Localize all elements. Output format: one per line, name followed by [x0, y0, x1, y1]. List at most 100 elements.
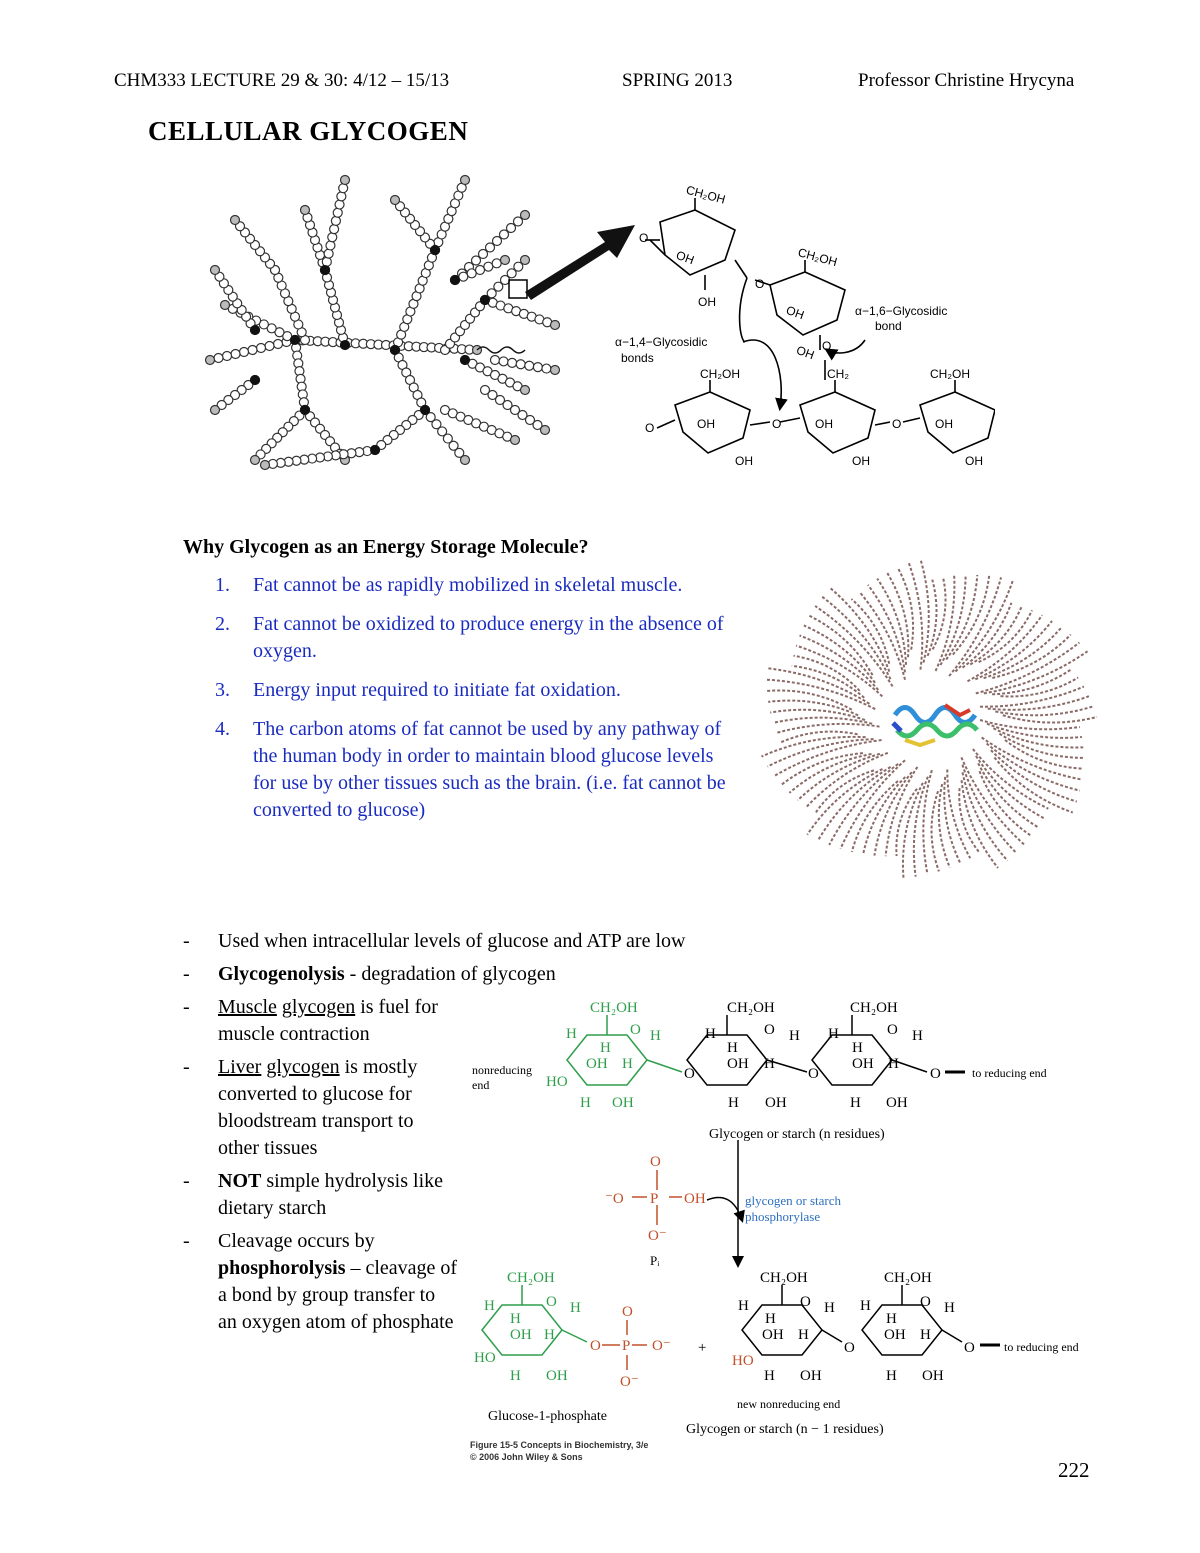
- glycogen-strand: [979, 719, 1080, 731]
- bullet-item: -Glycogenolysis - degradation of glycoge…: [183, 963, 556, 985]
- ho-label: HO: [546, 1074, 568, 1090]
- glucose-bead: [247, 344, 258, 356]
- glycogen-strand: [961, 764, 1018, 854]
- o-label: O: [920, 1294, 931, 1310]
- glycogen-strand: [902, 782, 924, 879]
- glycogen-branch-figure: O CH₂OH OH OH O CH₂OH OH OH O α−1,6−Glyc…: [204, 174, 995, 471]
- glycogen-strand: [960, 756, 1026, 846]
- glucose-bead: [494, 394, 506, 406]
- glycogen-strand: [767, 738, 874, 768]
- o-minus-label: O⁻: [620, 1374, 639, 1390]
- glycogen-strand: [990, 749, 1078, 803]
- glycogen-strand: [805, 751, 889, 808]
- glucose-bead: [515, 359, 526, 370]
- branch-point: [370, 445, 380, 455]
- glycosidic-labels: O CH₂OH OH OH O CH₂OH OH OH O α−1,6−Glyc…: [615, 183, 983, 468]
- branch-point: [420, 405, 430, 415]
- glycogen-strand: [767, 667, 870, 705]
- ch2oh-label: CH₂OH: [590, 1000, 638, 1016]
- glycogen-strand: [896, 567, 915, 650]
- glycogen-strand: [821, 595, 892, 680]
- plus-sign: +: [698, 1340, 706, 1356]
- term: SPRING 2013: [622, 70, 733, 91]
- glycogen-strand: [1004, 739, 1084, 770]
- reason-item: 2.Fat cannot be oxidized to produce ener…: [215, 613, 724, 662]
- glucose-bead: [549, 364, 561, 376]
- glucose-bead: [505, 222, 517, 234]
- alpha14-label-2: bonds: [621, 351, 654, 365]
- glucose-bead: [425, 412, 436, 423]
- glycogen-strand: [799, 634, 880, 691]
- ch2oh-label: CH₂OH: [884, 1270, 932, 1286]
- glucose-bead: [325, 240, 336, 251]
- glucose-bead: [219, 299, 231, 311]
- o-label: O: [764, 1022, 775, 1038]
- glucose-bead: [459, 454, 471, 466]
- branch-point: [460, 355, 470, 365]
- glucose-bead: [502, 399, 513, 411]
- glycogen-particle-image: [761, 559, 1098, 879]
- oh-label: OH: [884, 1327, 906, 1343]
- h-label: H: [789, 1028, 800, 1044]
- h-label: H: [764, 1368, 775, 1384]
- glycogen-strand: [961, 602, 1013, 669]
- glycogen-strand: [839, 759, 906, 850]
- alpha16-label-2: bond: [875, 319, 902, 333]
- ch2oh-label: CH₂OH: [507, 1270, 555, 1286]
- glycogen-strand: [983, 650, 1089, 695]
- ho-label: HO: [474, 1350, 496, 1366]
- glycogen-strand: [829, 586, 891, 672]
- to-reducing-end-label: to reducing end: [972, 1066, 1047, 1080]
- glycogen-strand: [952, 575, 991, 656]
- h-label: H: [764, 1056, 775, 1072]
- glycogen-strand: [926, 579, 938, 657]
- oh-label: OH: [727, 1056, 749, 1072]
- glucose-bead: [489, 354, 501, 366]
- glycogen-strand: [850, 598, 891, 664]
- glycogen-strand: [788, 753, 872, 794]
- branch-point: [250, 325, 260, 335]
- phosphorolysis-figure: CH₂OH H O H H OH H HO H OH nonreducing e…: [470, 1000, 1079, 1462]
- oh-label: OH: [922, 1368, 944, 1384]
- o-label: O: [892, 417, 901, 431]
- enzyme-label: glycogen or starch: [745, 1193, 842, 1208]
- bullet-item: -Used when intracellular levels of gluco…: [183, 930, 686, 952]
- glycogen-strand: [895, 788, 918, 857]
- glucose-bead: [532, 362, 543, 373]
- o-label: O: [590, 1338, 601, 1354]
- o-label: O: [844, 1340, 855, 1356]
- glycogen-strand: [983, 626, 1063, 680]
- glucose-bead: [272, 338, 284, 350]
- glucose-bead: [458, 271, 469, 282]
- branch-point: [430, 245, 440, 255]
- glucose-bead: [334, 199, 345, 210]
- oh-label: OH: [586, 1056, 608, 1072]
- glucose-bead: [513, 261, 524, 272]
- glycogen-strand: [795, 644, 884, 698]
- glycogen-strand: [806, 768, 883, 836]
- reason-item: 4.The carbon atoms of fat cannot be used…: [215, 718, 726, 821]
- reducing-end-squiggle: [476, 346, 526, 354]
- glucose-bead: [470, 255, 482, 266]
- h-label: H: [886, 1311, 897, 1327]
- zoom-box: [508, 279, 528, 299]
- bullet-item: -NOT simple hydrolysis like dietary star…: [183, 1170, 444, 1219]
- glycogen-strand: [828, 763, 899, 846]
- h-label: H: [852, 1040, 863, 1056]
- glycogen-strand: [978, 609, 1033, 664]
- glycogen-strand: [817, 766, 892, 841]
- h-label: H: [566, 1026, 577, 1042]
- glycogen-strand: [773, 739, 882, 777]
- glycogen-strand: [961, 772, 1009, 862]
- o-label: O: [930, 1066, 941, 1082]
- glycogen-strand: [912, 776, 929, 877]
- o-label: O: [772, 417, 781, 431]
- glycogen-strand: [919, 559, 930, 663]
- phosphate-o: O: [650, 1154, 661, 1170]
- oh-label: OH: [852, 1056, 874, 1072]
- glucose-bead: [524, 360, 535, 371]
- glycogen-strand: [761, 735, 866, 758]
- ch2oh-label: CH₂OH: [850, 1000, 898, 1016]
- glycogen-strand: [850, 780, 899, 853]
- h-label: H: [912, 1028, 923, 1044]
